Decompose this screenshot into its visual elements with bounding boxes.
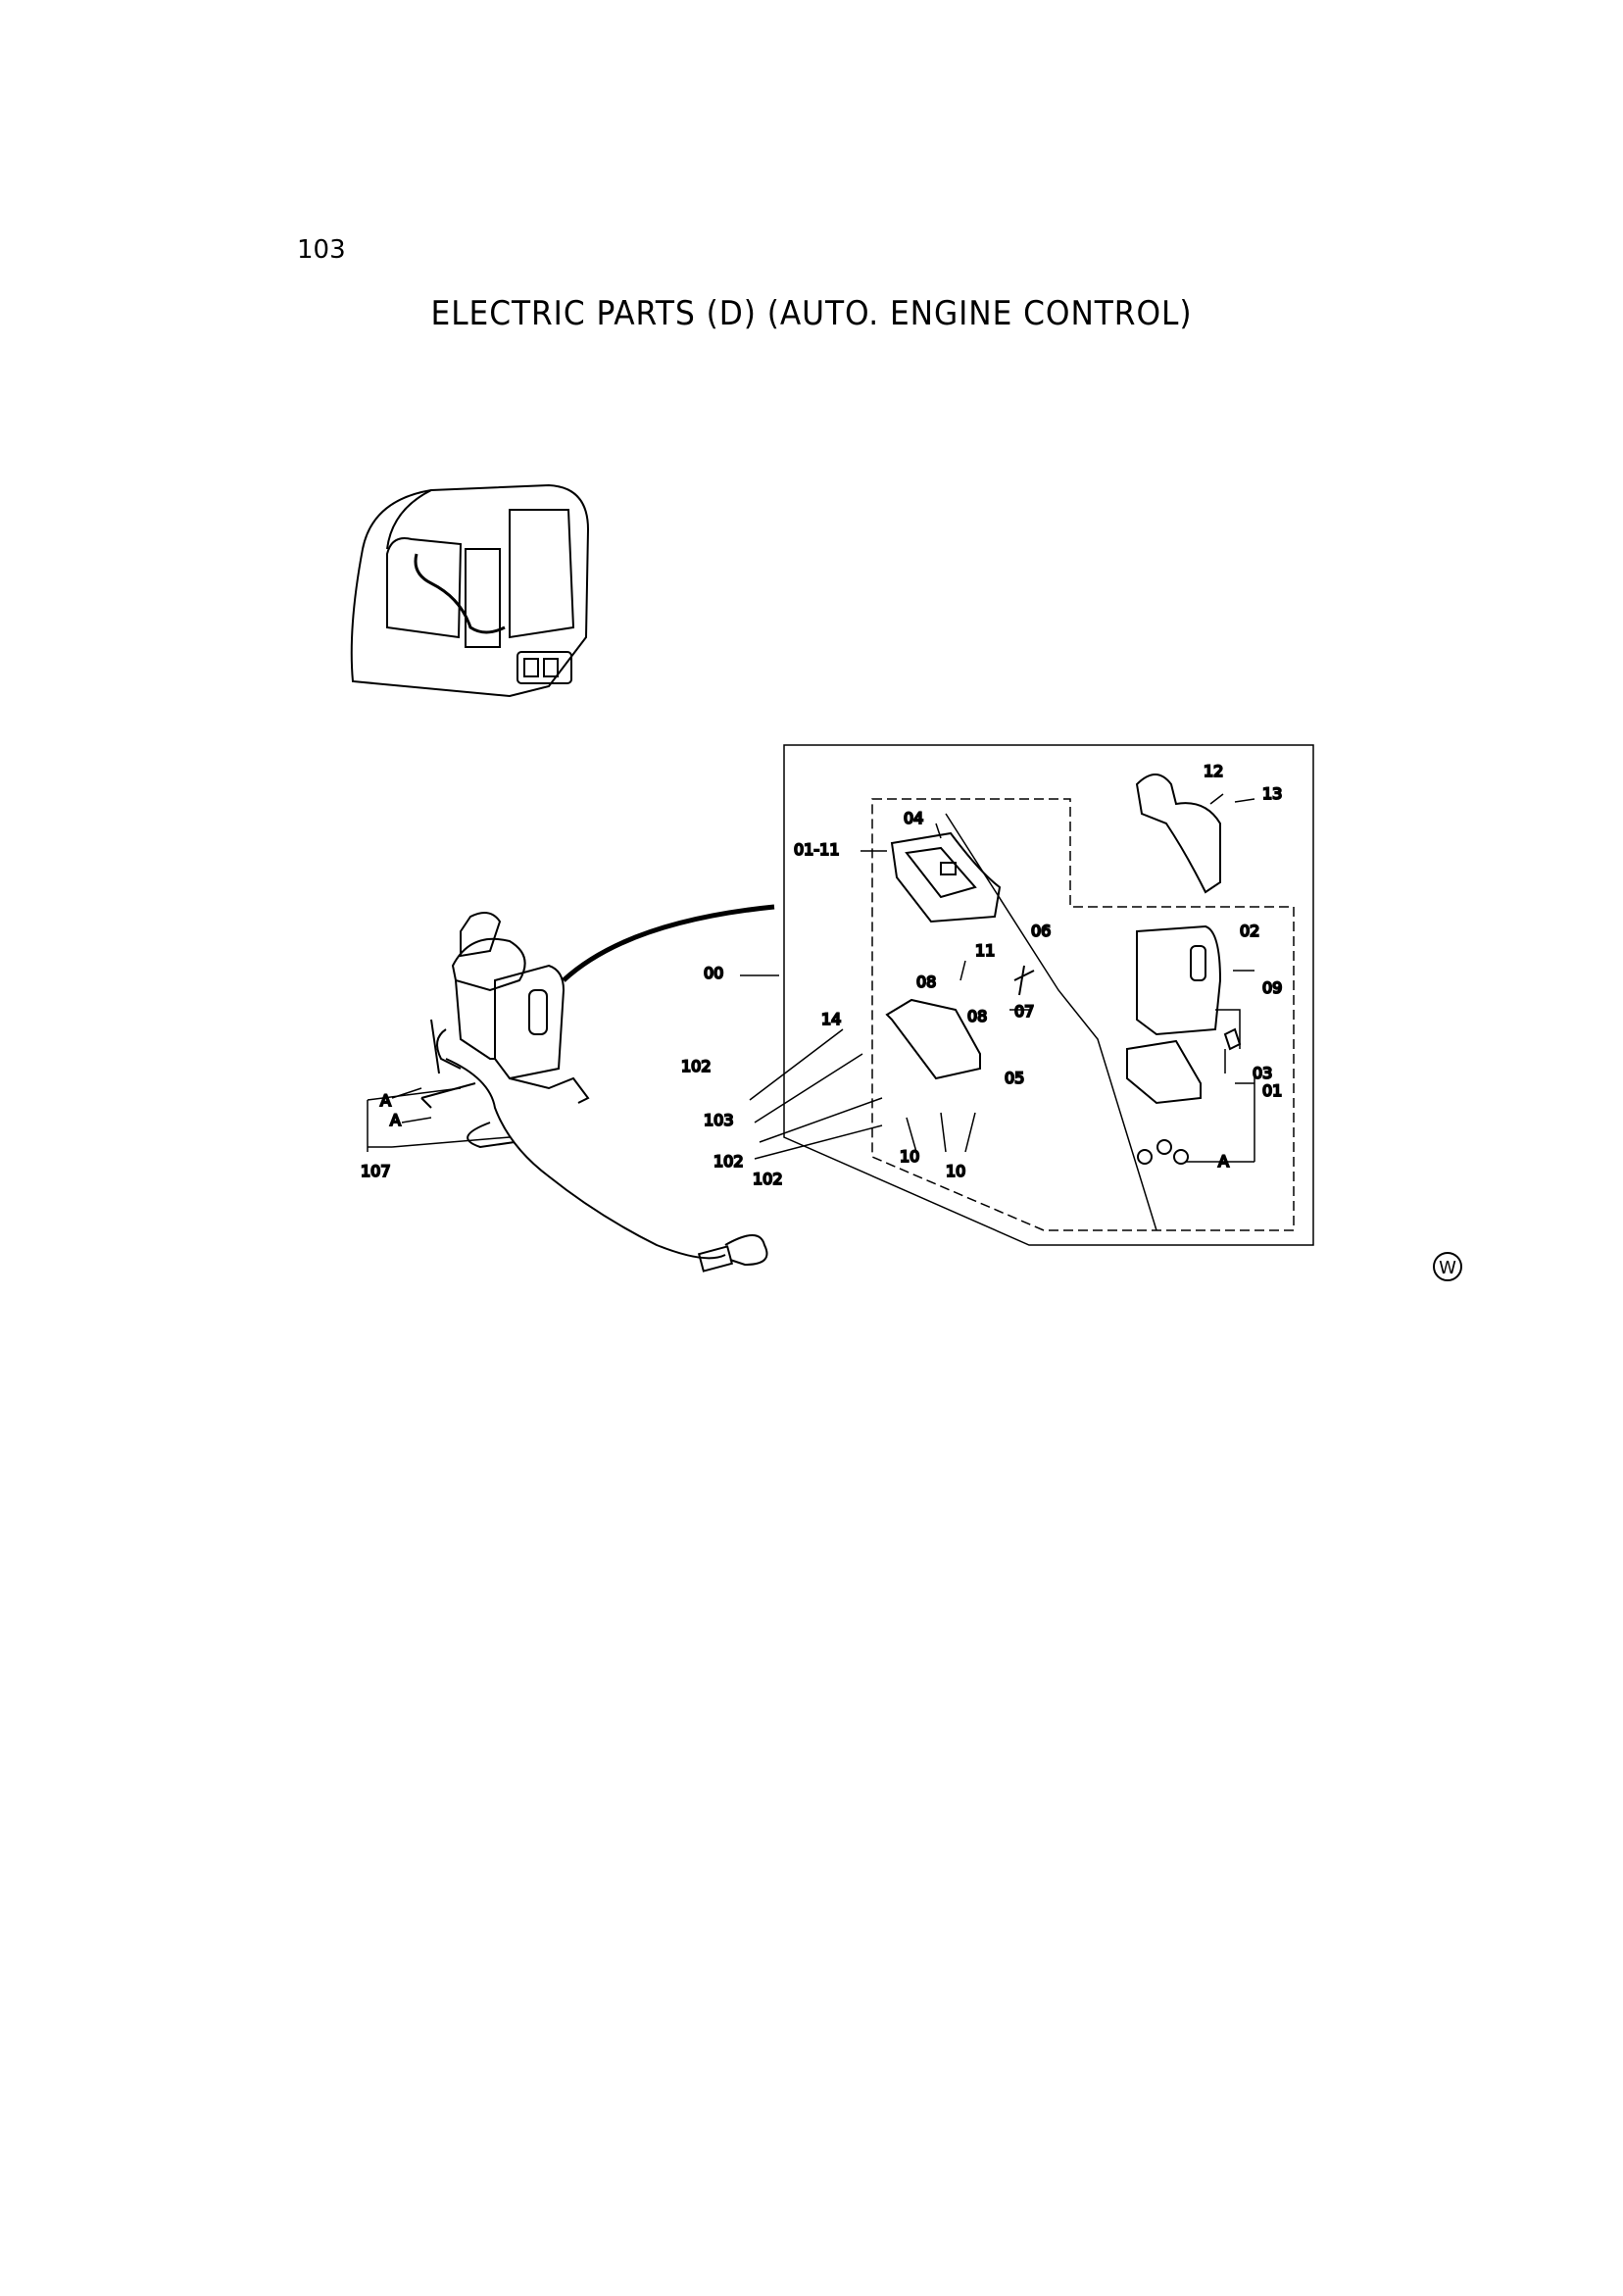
callout-01: 01: [1262, 1081, 1282, 1100]
callout-a3: A: [1218, 1152, 1229, 1171]
callout-02: 02: [1240, 922, 1259, 940]
callout-a2: A: [390, 1111, 401, 1129]
callout-07: 07: [1014, 1002, 1034, 1021]
callout-09: 09: [1262, 978, 1282, 997]
callout-11: 11: [975, 941, 995, 960]
callout-04: 04: [904, 809, 923, 827]
callout-102c: 102: [753, 1170, 783, 1188]
monitor-assembly-illustration: [420, 904, 775, 1273]
callout-06: 06: [1031, 922, 1051, 940]
corner-mark: W: [1433, 1252, 1462, 1281]
callouts: 04 01-11 12 13 02 09 03 01 06 11 08 08 0…: [360, 761, 1283, 1189]
callout-03: 03: [1253, 1064, 1272, 1082]
cab-illustration: [350, 483, 590, 698]
callout-14: 14: [821, 1010, 841, 1028]
leader-lines: [740, 793, 1255, 1163]
page-title: ELECTRIC PARTS (D) (AUTO. ENGINE CONTROL…: [430, 294, 1193, 333]
callout-08a: 08: [916, 973, 936, 991]
callout-10a: 10: [900, 1147, 919, 1166]
callout-08b: 08: [967, 1007, 987, 1025]
exploded-view-frame: [783, 744, 1314, 1246]
page-number: 103: [297, 235, 346, 265]
callout-102b: 102: [713, 1152, 744, 1171]
callout-13: 13: [1262, 784, 1282, 803]
callout-10b: 10: [946, 1162, 965, 1180]
harness-leaders: [367, 1087, 511, 1152]
callout-12: 12: [1204, 762, 1223, 780]
exploded-parts: [885, 774, 1242, 1165]
callout-05: 05: [1005, 1069, 1024, 1087]
callout-107: 107: [361, 1162, 391, 1180]
callout-01-11: 01-11: [794, 840, 840, 859]
callout-102a: 102: [681, 1057, 712, 1075]
callout-00: 00: [704, 964, 723, 982]
callout-103: 103: [704, 1111, 734, 1129]
callout-a1: A: [380, 1091, 391, 1110]
